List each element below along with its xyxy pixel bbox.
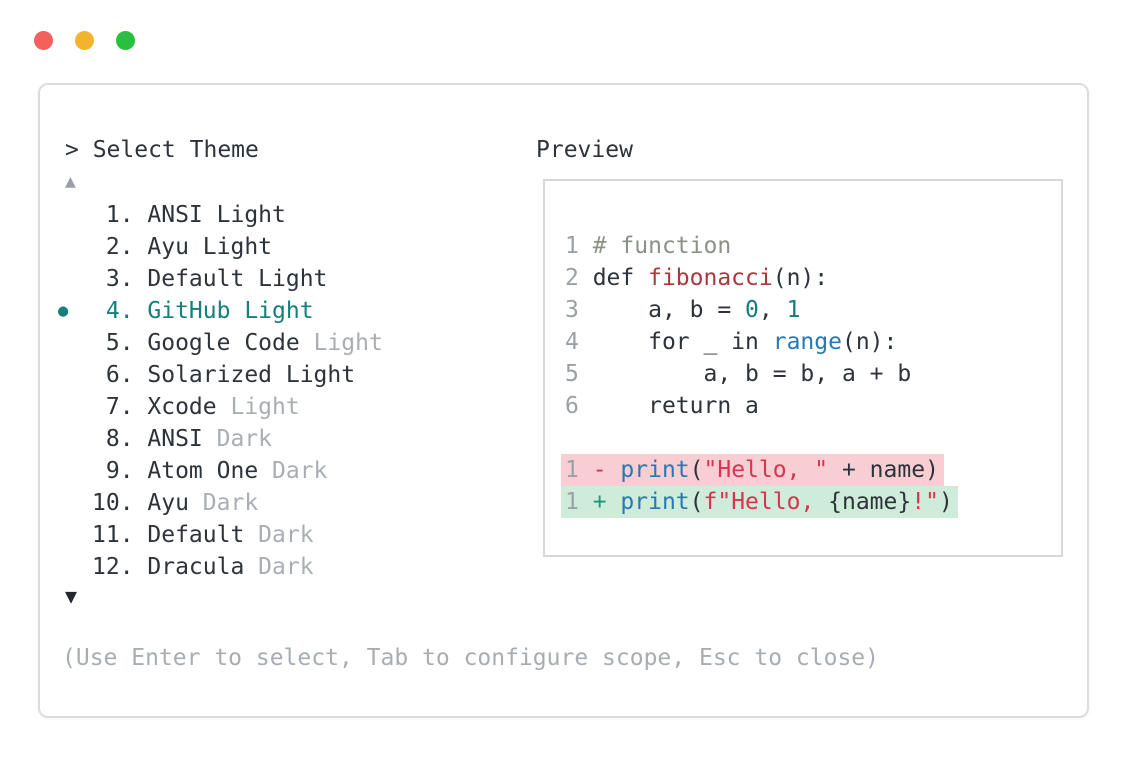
selected-bullet-icon bbox=[58, 327, 92, 359]
theme-item[interactable]: 12. Dracula Dark bbox=[58, 551, 383, 583]
code-line: 2 def fibonacci(n): bbox=[565, 262, 958, 294]
preview-label: Preview bbox=[536, 137, 633, 163]
scroll-down-icon[interactable]: ▼ bbox=[65, 584, 78, 608]
selected-bullet-icon bbox=[58, 519, 92, 551]
theme-item[interactable]: 1. ANSI Light bbox=[58, 199, 383, 231]
theme-picker-window: > Select Theme ▲ 1. ANSI Light 2. Ayu Li… bbox=[38, 83, 1089, 718]
theme-item-variant: Dark bbox=[258, 522, 314, 548]
selected-bullet-icon bbox=[58, 263, 92, 295]
code-line: 3 a, b = 0, 1 bbox=[565, 294, 958, 326]
theme-item-number: 11. bbox=[92, 522, 148, 548]
code-line-content: 1 + print(f"Hello, {name}!") bbox=[561, 486, 958, 518]
theme-item-number: 6. bbox=[92, 362, 148, 388]
theme-item[interactable]: 10. Ayu Dark bbox=[58, 487, 383, 519]
theme-item-variant: Dark bbox=[202, 490, 259, 516]
code-line-content: 6 return a bbox=[565, 393, 759, 419]
theme-item-number: 9. bbox=[92, 458, 148, 484]
diff-line-removed: 1 - print("Hello, " + name) bbox=[561, 454, 958, 486]
scroll-up-icon[interactable]: ▲ bbox=[65, 171, 76, 192]
theme-item-number: 5. bbox=[92, 330, 148, 356]
code-line-content: 4 for _ in range(n): bbox=[565, 329, 898, 355]
theme-item-name: Ayu bbox=[147, 490, 203, 516]
theme-item[interactable]: 11. Default Dark bbox=[58, 519, 383, 551]
theme-item-number: 2. bbox=[92, 234, 148, 260]
selected-bullet-icon bbox=[58, 391, 92, 423]
theme-item-name: Dracula bbox=[147, 554, 259, 580]
theme-item-name: Solarized Light bbox=[147, 362, 356, 388]
close-button[interactable] bbox=[34, 31, 53, 50]
theme-list: 1. ANSI Light 2. Ayu Light 3. Default Li… bbox=[58, 199, 383, 583]
theme-item[interactable]: 6. Solarized Light bbox=[58, 359, 383, 391]
diff-line-added: 1 + print(f"Hello, {name}!") bbox=[561, 486, 958, 518]
theme-item-name: Ayu Light bbox=[147, 234, 273, 260]
theme-item-variant: Light bbox=[313, 330, 383, 356]
selected-bullet-icon bbox=[58, 455, 92, 487]
theme-item[interactable]: 3. Default Light bbox=[58, 263, 383, 295]
picker-title: > Select Theme bbox=[65, 137, 259, 163]
theme-item-name: GitHub Light bbox=[147, 298, 314, 324]
theme-item-number: 3. bbox=[92, 266, 148, 292]
code-block: 1 # function 2 def fibonacci(n): 3 a, b = … bbox=[561, 230, 958, 518]
maximize-button[interactable] bbox=[116, 31, 135, 50]
code-line-content: 1 # function bbox=[565, 233, 732, 259]
theme-item-number: 12. bbox=[92, 554, 148, 580]
code-line-content: 3 a, b = 0, 1 bbox=[565, 297, 801, 323]
theme-item-name: ANSI bbox=[147, 426, 217, 452]
theme-item[interactable]: ● 4. GitHub Light bbox=[58, 295, 383, 327]
code-line-content: 5 a, b = b, a + b bbox=[565, 361, 912, 387]
selected-bullet-icon bbox=[58, 551, 92, 583]
theme-item-number: 1. bbox=[92, 202, 148, 228]
theme-item-name: Default Light bbox=[147, 266, 328, 292]
theme-item[interactable]: 7. Xcode Light bbox=[58, 391, 383, 423]
selected-bullet-icon bbox=[58, 487, 92, 519]
window-controls bbox=[34, 31, 135, 50]
theme-item-variant: Dark bbox=[216, 426, 273, 452]
code-line bbox=[565, 422, 958, 454]
selected-bullet-icon: ● bbox=[58, 301, 69, 321]
theme-item[interactable]: 8. ANSI Dark bbox=[58, 423, 383, 455]
code-line-content: 2 def fibonacci(n): bbox=[565, 265, 829, 291]
theme-item-name: Google Code bbox=[147, 330, 314, 356]
code-line: 1 # function bbox=[565, 230, 958, 262]
theme-item-variant: Dark bbox=[272, 458, 328, 484]
theme-item[interactable]: 9. Atom One Dark bbox=[58, 455, 383, 487]
theme-item-number: 4. bbox=[92, 298, 148, 324]
code-line-content: 1 - print("Hello, " + name) bbox=[561, 454, 944, 486]
selected-bullet-icon bbox=[58, 359, 92, 391]
minimize-button[interactable] bbox=[75, 31, 94, 50]
keyboard-hint: (Use Enter to select, Tab to configure s… bbox=[62, 645, 879, 671]
theme-item-variant: Light bbox=[230, 394, 300, 420]
code-line: 6 return a bbox=[565, 390, 958, 422]
preview-pane: 1 # function 2 def fibonacci(n): 3 a, b = … bbox=[543, 179, 1063, 557]
theme-item-name: Xcode bbox=[147, 394, 231, 420]
code-line: 5 a, b = b, a + b bbox=[565, 358, 958, 390]
theme-item-number: 7. bbox=[92, 394, 148, 420]
code-line: 4 for _ in range(n): bbox=[565, 326, 958, 358]
theme-item-name: Atom One bbox=[147, 458, 273, 484]
theme-item[interactable]: 2. Ayu Light bbox=[58, 231, 383, 263]
theme-item-variant: Dark bbox=[258, 554, 314, 580]
selected-bullet-icon bbox=[58, 199, 92, 231]
theme-item-number: 8. bbox=[92, 426, 148, 452]
theme-item-number: 10. bbox=[92, 490, 148, 516]
theme-item-name: Default bbox=[147, 522, 259, 548]
selected-bullet-icon bbox=[58, 423, 92, 455]
selected-bullet-icon bbox=[58, 231, 92, 263]
theme-item[interactable]: 5. Google Code Light bbox=[58, 327, 383, 359]
theme-item-name: ANSI Light bbox=[147, 202, 286, 228]
